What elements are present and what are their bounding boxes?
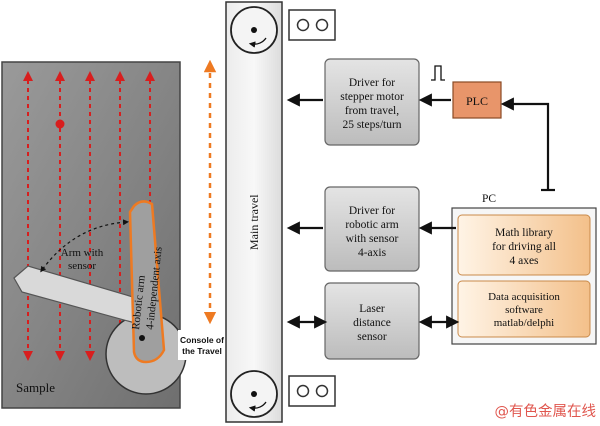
laser-sensor-box: Laser distance sensor xyxy=(324,282,420,360)
bottom-pulley xyxy=(230,370,278,418)
data-acquisition-line3: matlab/delphi xyxy=(494,317,554,329)
math-library-line3: 4 axes xyxy=(509,255,539,267)
laser-sensor-line1: Laser xyxy=(359,303,385,315)
stepper-driver-box: Driver for stepper motor from travel, 25… xyxy=(324,58,420,146)
sensor-point-dot xyxy=(55,119,65,129)
connectors xyxy=(286,93,555,329)
main-travel: Main travel xyxy=(225,1,283,423)
arrow-pc-to-plc xyxy=(500,97,550,190)
main-travel-label: Main travel xyxy=(247,194,261,250)
robot-driver-line2: robotic arm xyxy=(345,219,398,231)
arm-with-sensor-label-line2: sensor xyxy=(68,260,96,272)
data-acquisition-line1: Data acquisition xyxy=(488,291,560,303)
stepper-driver-line2: stepper motor xyxy=(340,91,404,103)
arm-with-sensor-label-line1: Arm with xyxy=(61,247,104,259)
plc-label: PLC xyxy=(466,94,488,108)
stepper-driver-line3: from travel, xyxy=(345,105,399,117)
laser-sensor-line2: distance xyxy=(353,317,391,329)
top-pulley xyxy=(230,6,278,54)
arm-rotation-arc xyxy=(40,219,129,273)
math-library-line1: Math library xyxy=(495,227,553,239)
robotic-arm-label-line1: Robotic arm xyxy=(130,274,148,330)
laser-sensor-line3: sensor xyxy=(357,331,387,343)
console-label-line2: the Travel xyxy=(182,346,222,356)
pc-label: PC xyxy=(482,193,496,205)
console-label-line1: Console of xyxy=(180,335,224,345)
robot-driver-line3: with sensor xyxy=(346,233,399,245)
stepper-driver-line1: Driver for xyxy=(349,77,395,89)
stepper-driver-line4: 25 steps/turn xyxy=(342,119,401,131)
robotic-arm-pivot xyxy=(139,335,145,341)
sample-label: Sample xyxy=(16,380,55,395)
watermark-text: @有色金属在线 xyxy=(495,403,597,420)
data-acquisition-box: Data acquisition software matlab/delphi xyxy=(457,280,591,338)
math-library-line2: for driving all xyxy=(492,241,556,253)
robot-driver-box: Driver for robotic arm with sensor 4-axi… xyxy=(324,186,420,272)
pc-group: PC Math library for driving all 4 axes D… xyxy=(451,193,597,345)
pulse-signal-icon xyxy=(431,65,445,81)
console-of-travel: Console of the Travel xyxy=(105,313,226,395)
robot-driver-line1: Driver for xyxy=(349,205,395,217)
bottom-bracket xyxy=(288,375,336,407)
data-acquisition-line2: software xyxy=(505,304,543,316)
robot-driver-line4: 4-axis xyxy=(358,247,387,259)
plc-box: PLC xyxy=(452,81,502,119)
robotic-arm: Robotic arm 4-independent axis xyxy=(128,200,166,364)
top-bracket xyxy=(288,9,336,41)
math-library-box: Math library for driving all 4 axes xyxy=(457,214,591,276)
